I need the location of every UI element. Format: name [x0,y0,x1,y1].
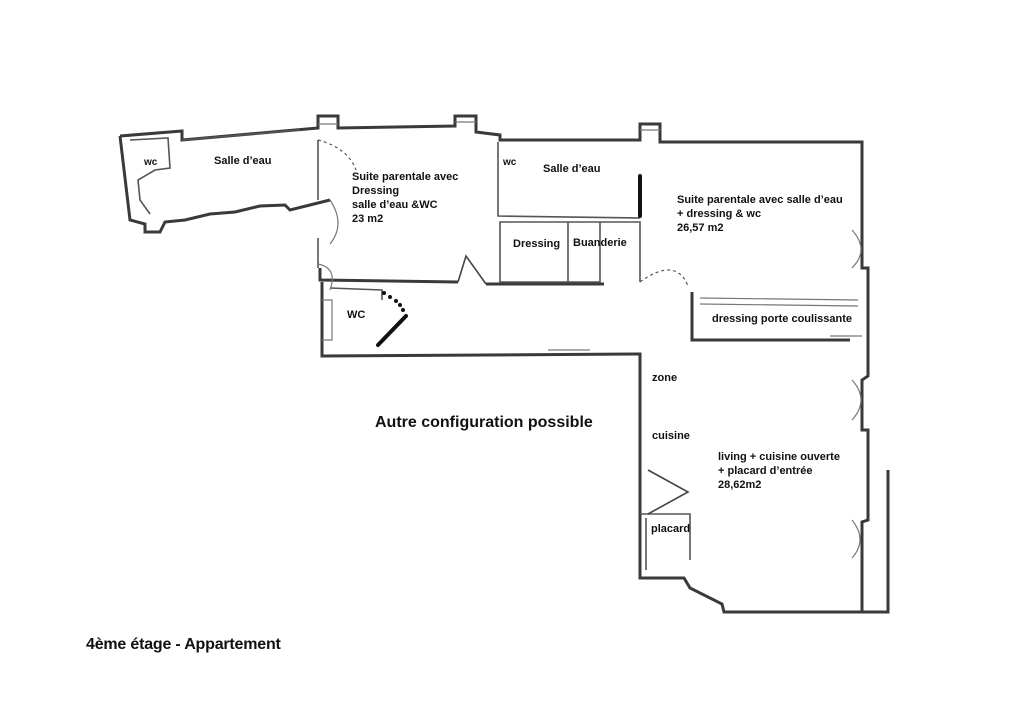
windows-left-wing [317,199,339,341]
label-dressing-coulissante: dressing porte coulissante [712,313,852,325]
label-salle-eau-right: Salle d’eau [543,163,601,175]
wall-salle-eau-left [181,129,319,268]
door-leaf-entry [647,469,690,515]
wall-wc-center-top [329,287,383,300]
label-living: living + cuisine ouverte + placard d’ent… [718,451,840,491]
label-salle-eau-left: Salle d’eau [214,155,272,167]
outer-wall-left-wing [118,114,864,234]
sliding-door-track [699,297,862,337]
wall-wc-heavy [376,314,408,347]
wall-placard [640,513,691,570]
headline: Autre configuration possible [375,414,593,431]
label-wc-top: wc [503,157,517,168]
label-wc-left: wc [144,157,158,168]
door-right-suite [639,269,689,287]
wall-salle-eau-right [497,142,641,219]
label-suite-left: Suite parentale avec Dressing salle d’ea… [352,171,459,225]
door-arc-left [317,139,357,171]
label-placard: placard [651,523,691,535]
door-leaf-left-suite [457,254,487,285]
wall-wc-left [129,137,171,215]
label-suite-right: Suite parentale avec salle d’eau + dress… [677,194,843,234]
label-cuisine: cuisine [652,430,690,442]
window-marks-top [318,121,660,351]
wall-suite-left-bottom [318,268,604,286]
label-buanderie: Buanderie [573,237,627,249]
wall-wc-center [320,282,890,614]
footer-title: 4ème étage - Appartement [86,636,281,653]
label-zone: zone [652,372,678,384]
wall-dressing-coulissante [690,292,850,342]
label-wc-center: WC [347,309,366,321]
label-dressing: Dressing [513,238,561,250]
wall-dressing-block [499,221,641,283]
windows-right [851,229,862,559]
wc-door-dots [382,291,405,312]
outer-wall-right [860,230,870,612]
